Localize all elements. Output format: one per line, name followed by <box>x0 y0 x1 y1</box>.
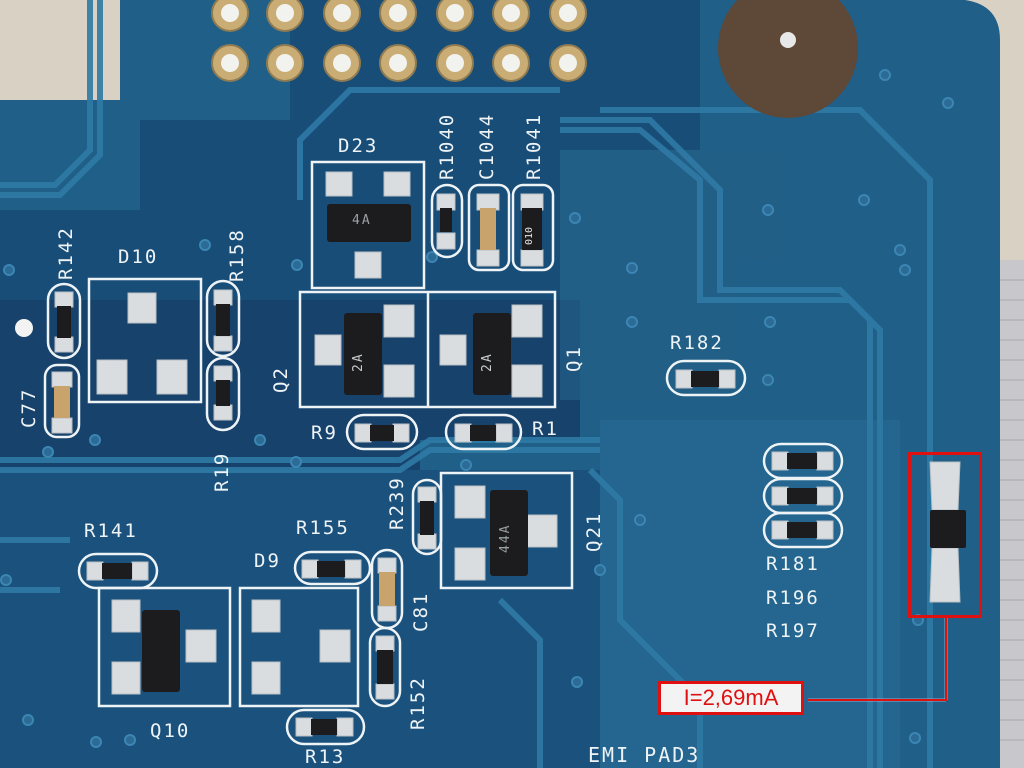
label-r142: R142 <box>55 226 77 280</box>
label-r1040: R1040 <box>436 112 458 180</box>
label-r158: R158 <box>226 228 248 282</box>
label-q21: Q21 <box>583 511 605 552</box>
r1041-body-mark: 010 <box>524 226 535 245</box>
label-r196: R196 <box>766 587 820 609</box>
label-r13: R13 <box>305 746 346 768</box>
q2-body-mark: 2A <box>351 352 366 372</box>
label-d10: D10 <box>118 246 159 268</box>
label-r19: R19 <box>211 451 233 492</box>
callout-leader <box>808 618 947 701</box>
label-r1: R1 <box>532 418 559 440</box>
current-annotation: I=2,69mA <box>658 681 804 715</box>
label-r155: R155 <box>296 517 350 539</box>
label-r1041: R1041 <box>523 112 545 180</box>
label-r9: R9 <box>311 422 338 444</box>
label-r239: R239 <box>386 476 408 530</box>
label-r197: R197 <box>766 620 820 642</box>
label-r141: R141 <box>84 520 138 542</box>
label-c1044: C1044 <box>476 112 498 180</box>
label-q1: Q1 <box>563 345 585 372</box>
label-q2: Q2 <box>270 366 292 393</box>
label-c81: C81 <box>410 591 432 632</box>
highlight-box <box>908 452 982 618</box>
q21-body-mark: 44A <box>498 523 513 553</box>
label-r152: R152 <box>407 676 429 730</box>
label-c77: C77 <box>18 387 40 428</box>
label-q10: Q10 <box>150 720 191 742</box>
label-emi-pad3: EMI PAD3 <box>588 743 701 767</box>
d23-body-mark: 4A <box>352 213 372 228</box>
label-r182: R182 <box>670 332 724 354</box>
label-d23: D23 <box>338 135 379 157</box>
header-pins <box>211 0 587 82</box>
label-r181: R181 <box>766 553 820 575</box>
label-d9: D9 <box>254 550 281 572</box>
q1-body-mark: 2A <box>480 352 495 372</box>
